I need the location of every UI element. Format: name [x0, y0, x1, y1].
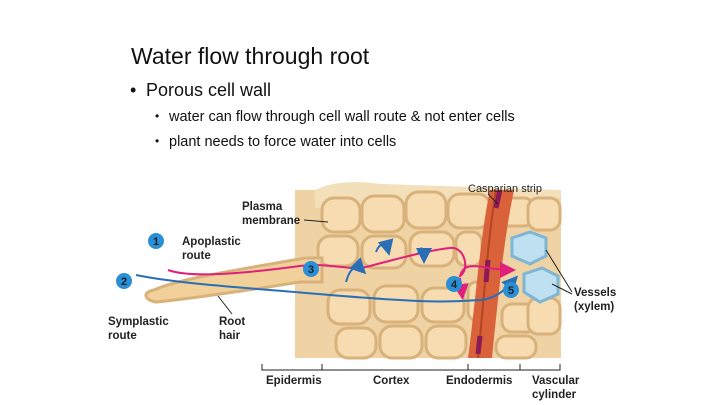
svg-text:3: 3	[308, 264, 314, 276]
sub-bullet-dot: •	[155, 109, 160, 123]
region-vascular-label-line2: cylinder	[532, 389, 577, 401]
vascular-cells	[494, 196, 562, 360]
vessels-label-line1: Vessels	[574, 287, 616, 299]
symplastic-route-path	[135, 274, 519, 303]
svg-text:2: 2	[121, 276, 127, 288]
symplastic-route-label-line2: route	[108, 330, 137, 342]
symplastic-route-label-line1: Symplastic	[108, 316, 169, 328]
marker-3: 3	[303, 261, 319, 277]
apoplastic-route-path	[167, 246, 516, 279]
apoplastic-route-label-line2: route	[182, 250, 211, 262]
region-vascular-label-line1: Vascular	[532, 375, 580, 387]
symplastic-branch	[415, 247, 432, 264]
region-brackets	[261, 364, 561, 371]
slide-title: Water flow through root	[131, 43, 370, 69]
casparian-strip-mark	[475, 335, 483, 355]
cortex-cells	[316, 190, 492, 360]
casparian-strip-mark	[483, 259, 491, 283]
sub-bullet-dot: •	[155, 134, 160, 148]
plasma-membrane-label-line1: Plasma	[242, 201, 283, 213]
symplastic-branch	[375, 238, 394, 256]
endodermis-band	[468, 189, 514, 359]
bullet-text: Porous cell wall	[146, 80, 272, 100]
sub-bullet-text: plant needs to force water into cells	[169, 134, 397, 150]
casparian-strip-label: Casparian strip	[468, 183, 542, 195]
vessels-label-line2: (xylem)	[574, 301, 614, 313]
svg-text:4: 4	[451, 279, 458, 291]
plasma-membrane-label-line2: membrane	[242, 215, 300, 227]
marker-4: 4	[446, 276, 462, 292]
xylem-vessels	[510, 230, 560, 304]
sub-bullet-text: water can flow through cell wall route &…	[169, 109, 515, 125]
apoplastic-route-label-line1: Apoplastic	[182, 236, 241, 248]
bullet-dot: •	[130, 80, 137, 100]
marker-5: 5	[503, 282, 519, 298]
root-water-flow-diagram: 1 2 3 4 5 Casparian strip Plasma membran…	[108, 182, 616, 401]
svg-text:5: 5	[508, 285, 514, 297]
symplastic-branch	[345, 257, 367, 283]
region-cortex-label: Cortex	[373, 375, 410, 387]
casparian-strip-mark	[493, 189, 503, 209]
root-hair-label-line1: Root	[219, 316, 245, 328]
root-hair-label-line2: hair	[219, 330, 241, 342]
marker-1: 1	[148, 233, 164, 249]
marker-2: 2	[116, 273, 132, 289]
region-endodermis-label: Endodermis	[446, 375, 512, 387]
region-epidermis-label: Epidermis	[266, 375, 322, 387]
svg-text:1: 1	[153, 236, 159, 248]
